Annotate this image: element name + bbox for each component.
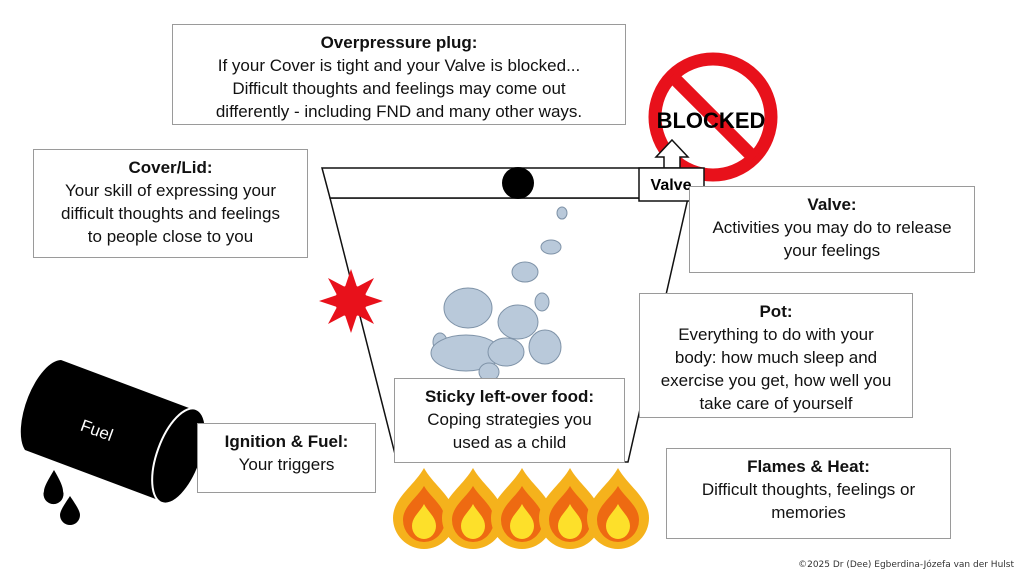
pot-line: exercise you get, how well you xyxy=(660,371,892,390)
valve-title: Valve: xyxy=(807,195,857,214)
cover-line: difficult thoughts and feelings xyxy=(61,204,280,223)
overpressure-line: differently - including FND and many oth… xyxy=(215,102,583,121)
pot-line: body: how much sleep and xyxy=(674,348,878,367)
overpressure-box: Overpressure plug: If your Cover is tigh… xyxy=(172,24,626,125)
copyright-notice: ©2025 Dr (Dee) Egberdina-Józefa van der … xyxy=(798,560,1014,570)
ignition-box: Ignition & Fuel: Your triggers xyxy=(197,423,376,493)
bubble-icon xyxy=(540,239,562,255)
overpressure-line: Difficult thoughts and feelings may come… xyxy=(232,79,566,98)
bubble-icon xyxy=(443,287,493,329)
sticky-title: Sticky left-over food: xyxy=(424,387,595,406)
sticky-line: used as a child xyxy=(452,433,567,452)
pot-title: Pot: xyxy=(759,302,793,321)
bubble-icon xyxy=(556,206,568,220)
flame-icon xyxy=(539,468,601,549)
valve-desc-box: Valve: Activities you may do to release … xyxy=(689,186,975,273)
flames-title: Flames & Heat: xyxy=(747,457,870,476)
flames-line: Difficult thoughts, feelings or xyxy=(701,480,916,499)
fuel-barrel-icon: Fuel xyxy=(20,360,207,505)
ignition-line: Your triggers xyxy=(238,455,335,474)
valve-line: Activities you may do to release xyxy=(712,218,952,237)
flames-box: Flames & Heat: Difficult thoughts, feeli… xyxy=(666,448,951,539)
cover-box: Cover/Lid: Your skill of expressing your… xyxy=(33,149,308,258)
fuel-drop-icon xyxy=(43,470,64,505)
bubble-icon xyxy=(534,292,550,312)
flame-icon xyxy=(491,468,553,549)
cover-line: Your skill of expressing your xyxy=(64,181,277,200)
flames-line: memories xyxy=(771,503,846,522)
bubble-icon xyxy=(528,329,562,365)
spark-icon xyxy=(319,269,383,333)
overpressure-plug xyxy=(502,167,534,199)
pot-line: Everything to do with your xyxy=(678,325,874,344)
fuel-drop-icon xyxy=(60,496,80,525)
no-entry-icon: BLOCKED xyxy=(648,52,778,182)
pot-line: take care of yourself xyxy=(699,394,853,413)
flames xyxy=(393,468,649,549)
ignition-title: Ignition & Fuel: xyxy=(224,432,349,451)
pot-box: Pot: Everything to do with your body: ho… xyxy=(639,293,913,418)
bubble-icon xyxy=(487,337,525,367)
flame-icon xyxy=(442,468,504,549)
overpressure-line: If your Cover is tight and your Valve is… xyxy=(217,56,581,75)
cover-line: to people close to you xyxy=(87,227,254,246)
bubble-icon xyxy=(497,304,539,340)
flame-icon xyxy=(393,468,455,549)
overpressure-title: Overpressure plug: xyxy=(320,33,478,52)
bubbles xyxy=(430,206,568,382)
cover-title: Cover/Lid: xyxy=(128,158,213,177)
valve-box-label: Valve xyxy=(651,177,692,194)
valve-line: your feelings xyxy=(783,241,881,260)
blocked-label: BLOCKED xyxy=(657,108,766,133)
sticky-box: Sticky left-over food: Coping strategies… xyxy=(394,378,625,463)
bubble-icon xyxy=(511,261,539,283)
sticky-line: Coping strategies you xyxy=(427,410,592,429)
flame-icon xyxy=(587,468,649,549)
